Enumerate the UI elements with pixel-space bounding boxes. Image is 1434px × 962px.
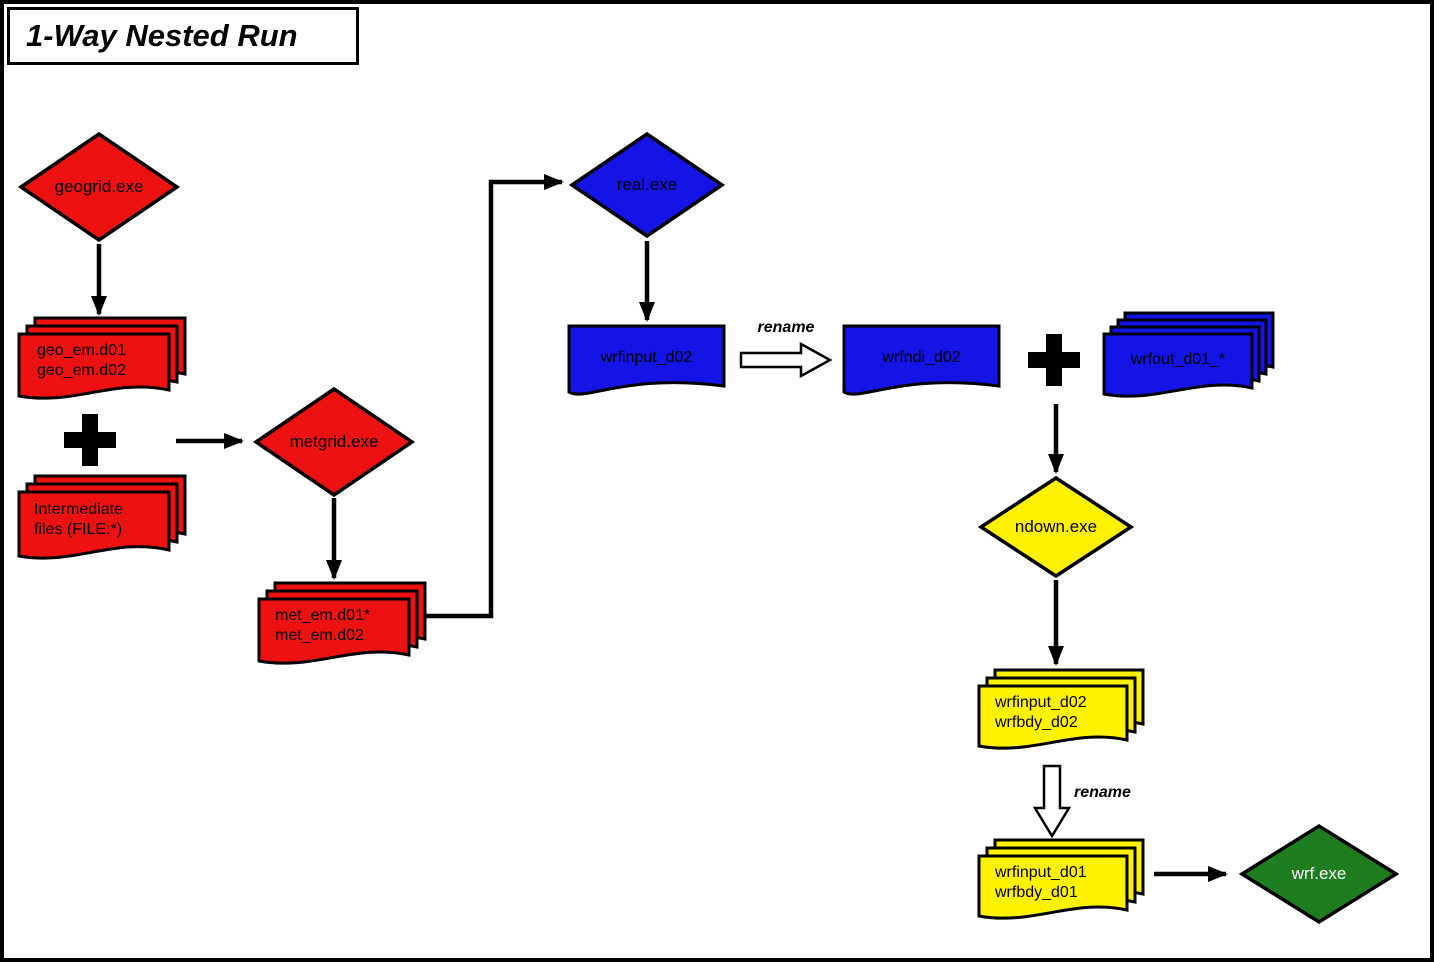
met-em-document-stack <box>257 581 427 665</box>
doc-line: wrfinput_d02 <box>995 694 1087 711</box>
wrfout-doc-text: wrfout_d01_* <box>1130 351 1226 368</box>
real-label: real.exe <box>616 175 678 194</box>
doc-line: wrfbdy_d01 <box>995 884 1078 901</box>
doc-line: met_em.d01* <box>275 607 371 624</box>
wrf-label: wrf.exe <box>1291 864 1347 883</box>
wrf-diamond <box>1238 823 1400 925</box>
doc-line: geo_em.d01 <box>37 342 126 359</box>
rename-label: rename <box>1074 784 1131 801</box>
renamed-doc-text: wrfinput_d01 wrfbdy_d01 <box>995 863 1087 903</box>
doc-line: met_em.d02 <box>275 627 364 644</box>
plus-icon <box>1028 334 1080 386</box>
intermediate-files-document-stack <box>17 474 187 560</box>
metgrid-label: metgrid.exe <box>289 432 379 451</box>
document-layer <box>17 490 171 560</box>
wrfout-document-stack <box>1102 311 1275 398</box>
wrfndi-d02-document <box>842 324 1001 396</box>
geo-em-doc-text: geo_em.d01 geo_em.d02 <box>37 341 126 381</box>
ndown-diamond <box>977 475 1135 579</box>
document-layer <box>257 597 411 665</box>
intermediate-doc-text: Intermediate files (FILE:*) <box>34 500 123 540</box>
document-layer <box>17 332 171 400</box>
renamed-document-stack <box>977 838 1145 920</box>
geogrid-label: geogrid.exe <box>54 177 144 196</box>
document-layer <box>977 684 1129 750</box>
doc-line: wrfinput_d01 <box>995 864 1087 881</box>
ndown-output-document-stack <box>977 668 1145 750</box>
rename-label: rename <box>757 319 815 336</box>
ndown-output-doc-text: wrfinput_d02 wrfbdy_d02 <box>995 693 1087 733</box>
connector-metem-to-real <box>417 174 564 619</box>
wrfinput-d02-document <box>567 324 726 396</box>
doc-line: Intermediate <box>34 501 123 518</box>
wrfinput-d02-doc-text: wrfinput_d02 <box>600 349 693 366</box>
doc-line: geo_em.d02 <box>37 362 126 379</box>
metgrid-diamond <box>252 386 416 498</box>
rename-arrow-right-icon <box>739 341 833 379</box>
doc-line: files (FILE:*) <box>34 521 123 538</box>
document-layer <box>977 854 1129 920</box>
document-layer <box>1102 332 1254 398</box>
geogrid-diamond <box>17 131 181 243</box>
rename-arrow-down-icon <box>1032 764 1072 839</box>
plus-icon <box>64 414 116 466</box>
wrfndi-d02-doc-text: wrfndi_d02 <box>882 349 961 366</box>
geo-em-document-stack <box>17 316 187 400</box>
doc-line: wrfbdy_d02 <box>995 714 1078 731</box>
diagram-shapes <box>17 131 1400 925</box>
ndown-label: ndown.exe <box>1014 517 1098 536</box>
met-em-doc-text: met_em.d01* met_em.d02 <box>275 606 370 646</box>
diagram-title: 1-Way Nested Run <box>7 7 359 65</box>
real-diamond <box>568 131 726 239</box>
